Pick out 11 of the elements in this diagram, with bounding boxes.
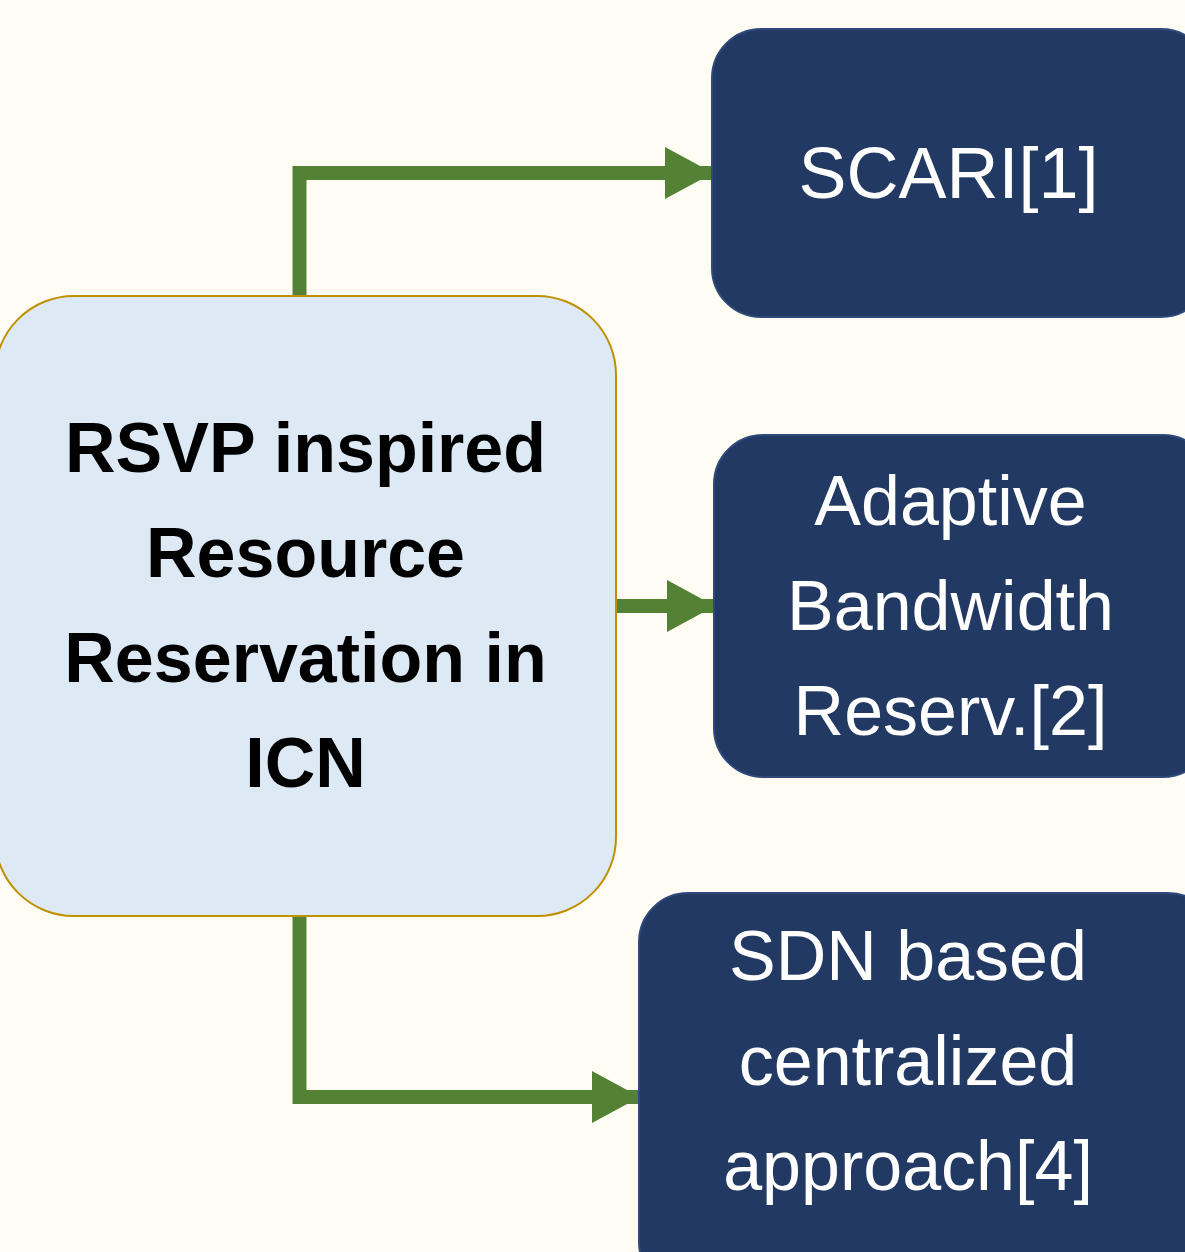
arrow	[292, 917, 640, 1123]
arrow	[292, 147, 713, 295]
approach-box	[638, 892, 1185, 1252]
arrow	[617, 580, 715, 632]
approach-box	[713, 434, 1185, 778]
approach-label: SDN based centralized approach[4]	[722, 916, 1094, 1207]
approach-label: SCARI[1]	[798, 132, 1099, 215]
topic-box	[0, 295, 617, 917]
topic-title: RSVP inspired Resource Reservation in ICN	[63, 408, 548, 804]
approach-box	[711, 28, 1185, 318]
approach-label: Adaptive Bandwidth Reserv.[2]	[786, 460, 1115, 752]
